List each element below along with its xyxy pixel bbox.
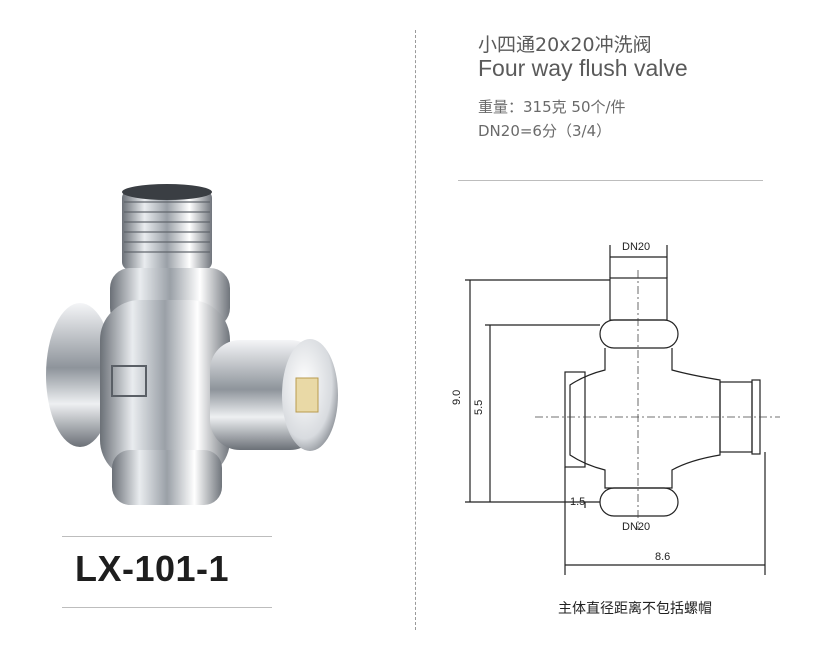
weight-spec: 重量：315克 50个/件 <box>478 98 626 116</box>
dim-left-offset: 1.5 <box>570 496 585 508</box>
dim-label-bottom: DN20 <box>622 521 650 533</box>
spec-rule <box>458 180 763 181</box>
drawing-note: 主体直径距离不包括螺帽 <box>558 601 712 617</box>
vertical-divider <box>415 30 416 630</box>
product-photo <box>46 184 338 505</box>
model-rule-bottom <box>62 607 272 608</box>
dim-label-top: DN20 <box>622 241 650 253</box>
dim-height-total: 9.0 <box>451 390 463 405</box>
model-rule-top <box>62 536 272 537</box>
size-spec: DN20=6分（3/4） <box>478 122 612 140</box>
product-title-cn: 小四通20x20冲洗阀 <box>478 34 652 56</box>
product-title-en: Four way flush valve <box>478 55 688 81</box>
dim-width: 8.6 <box>655 551 670 563</box>
technical-drawing: DN20 DN20 9.0 5.5 1.5 8.6 <box>451 241 780 575</box>
dim-height-inner: 5.5 <box>473 400 485 415</box>
model-code: LX-101-1 <box>75 548 230 589</box>
